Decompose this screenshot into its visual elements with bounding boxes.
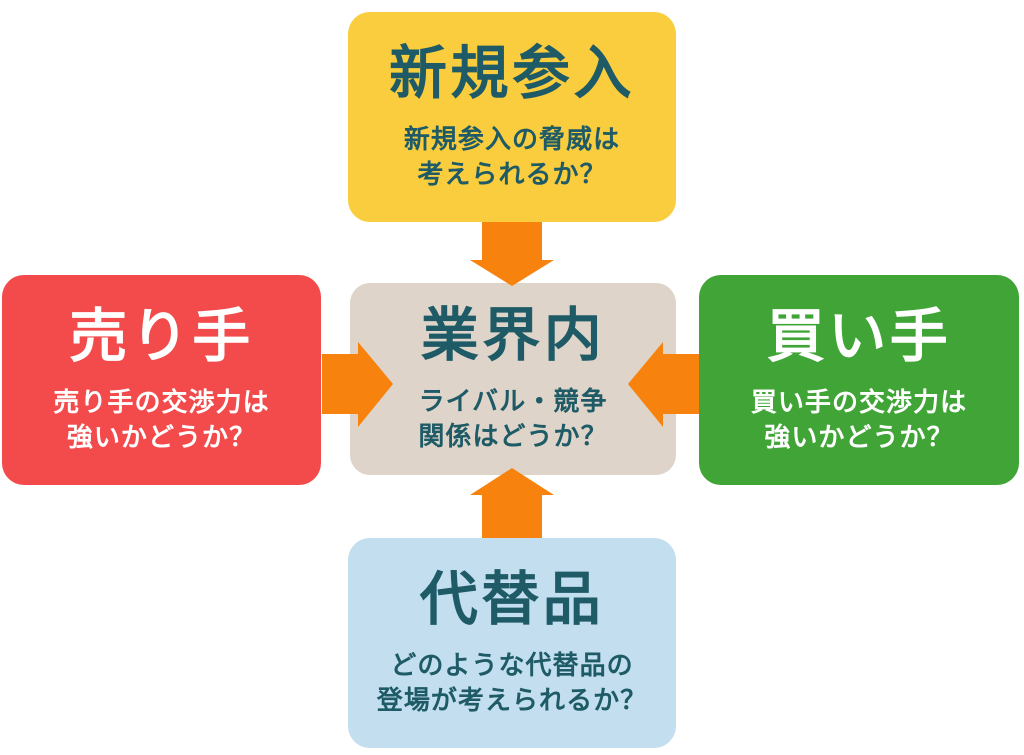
node-subtitle: 売り手の交渉力は 強いかどうか？ [53, 385, 269, 455]
node-title: 代替品 [419, 567, 605, 632]
node-subtitle: 新規参入の脅威は 考えられるか？ [404, 122, 620, 192]
arrow-down-icon [470, 222, 554, 286]
node-title: 売り手 [69, 304, 254, 369]
node-suppliers: 売り手 売り手の交渉力は 強いかどうか？ [2, 275, 321, 485]
node-subtitle: ライバル・競争 関係はどうか？ [418, 384, 607, 454]
subtitle-line: 考えられるか？ [417, 158, 607, 189]
subtitle-line: 関係はどうか？ [418, 420, 608, 451]
node-industry-rivalry: 業界内 ライバル・競争 関係はどうか？ [350, 283, 676, 475]
node-subtitle: どのような代替品の 登場が考えられるか？ [377, 648, 647, 718]
arrow-up-icon [470, 468, 554, 538]
node-title: 買い手 [766, 304, 952, 369]
node-title: 新規参入 [389, 41, 635, 106]
node-buyers: 買い手 買い手の交渉力は 強いかどうか？ [699, 275, 1019, 485]
node-new-entrants: 新規参入 新規参入の脅威は 考えられるか？ [348, 12, 676, 222]
subtitle-line: 登場が考えられるか？ [376, 684, 648, 715]
subtitle-line: ライバル・競争 [418, 385, 608, 416]
subtitle-line: どのような代替品の [390, 649, 634, 680]
subtitle-line: 買い手の交渉力は [750, 386, 968, 417]
node-substitutes: 代替品 どのような代替品の 登場が考えられるか？ [348, 538, 676, 748]
subtitle-line: 売り手の交渉力は [53, 386, 270, 417]
subtitle-line: 新規参入の脅威は [403, 123, 621, 154]
node-title: 業界内 [420, 303, 606, 368]
subtitle-line: 強いかどうか？ [764, 421, 954, 452]
arrow-right-icon [322, 342, 393, 427]
subtitle-line: 強いかどうか？ [66, 421, 257, 452]
arrow-left-icon [628, 342, 699, 427]
node-subtitle: 買い手の交渉力は 強いかどうか？ [751, 385, 967, 455]
